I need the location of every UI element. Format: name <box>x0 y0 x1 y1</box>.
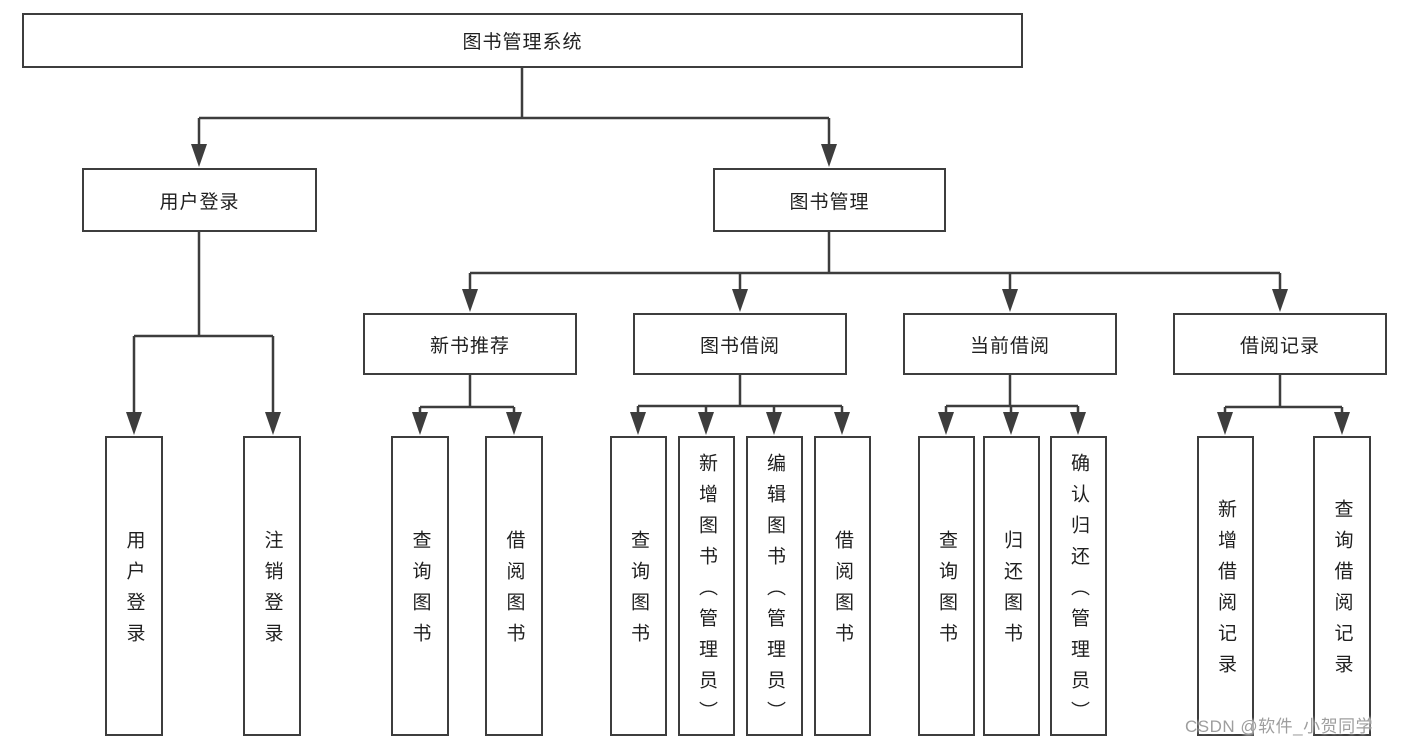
node-user-login-label: 用户登录 <box>159 191 240 213</box>
leaf-confirm-return-admin: 确认归还（管理员） <box>1050 436 1107 736</box>
node-library-system-label: 图书管理系统 <box>462 32 583 53</box>
leaf-add-book-admin-label: 新增图书（管理员） <box>696 452 717 732</box>
leaf-edit-book-admin: 编辑图书（管理员） <box>746 436 803 736</box>
leaf-add-book-admin: 新增图书（管理员） <box>678 436 735 736</box>
leaf-borrow-books-recommend: 借阅图书 <box>485 436 543 736</box>
leaf-borrow-books-recommend-label: 借阅图书 <box>503 530 525 654</box>
leaf-query-books-current-label: 查询图书 <box>936 530 957 654</box>
leaf-query-borrow-record-label: 查询借阅记录 <box>1331 499 1353 685</box>
connector-new-book-to-leaves <box>412 375 522 435</box>
node-library-system: 图书管理系统 <box>22 13 1023 68</box>
node-current-borrowing: 当前借阅 <box>903 313 1117 375</box>
leaf-borrow-books-label: 借阅图书 <box>832 530 853 654</box>
node-book-borrowing-label: 图书借阅 <box>699 335 780 357</box>
leaf-edit-book-admin-label: 编辑图书（管理员） <box>764 452 785 732</box>
leaf-query-borrow-record: 查询借阅记录 <box>1313 436 1371 736</box>
leaf-query-books-recommend: 查询图书 <box>391 436 449 736</box>
leaf-user-login: 用户登录 <box>105 436 163 736</box>
node-book-management: 图书管理 <box>713 168 946 232</box>
node-borrowing-records: 借阅记录 <box>1173 313 1387 375</box>
connector-book-borrowing-to-leaves <box>630 375 850 435</box>
leaf-query-books-borrow-label: 查询图书 <box>628 530 649 654</box>
connector-book-management-to-level3 <box>462 232 1288 312</box>
connector-root-to-level2 <box>191 68 837 167</box>
node-new-book-recommendation: 新书推荐 <box>363 313 577 375</box>
leaf-add-borrow-record: 新增借阅记录 <box>1197 436 1254 736</box>
node-new-book-recommendation-label: 新书推荐 <box>429 335 510 357</box>
leaf-query-books-borrow: 查询图书 <box>610 436 667 736</box>
leaf-user-login-label: 用户登录 <box>123 530 145 654</box>
node-user-login: 用户登录 <box>82 168 317 232</box>
leaf-add-borrow-record-label: 新增借阅记录 <box>1215 499 1236 685</box>
leaf-confirm-return-admin-label: 确认归还（管理员） <box>1068 452 1089 732</box>
leaf-logout: 注销登录 <box>243 436 301 736</box>
leaf-return-book-label: 归还图书 <box>1001 530 1022 654</box>
leaf-query-books-current: 查询图书 <box>918 436 975 736</box>
node-book-management-label: 图书管理 <box>789 191 870 213</box>
leaf-query-books-recommend-label: 查询图书 <box>409 530 431 654</box>
node-borrowing-records-label: 借阅记录 <box>1239 335 1320 357</box>
node-current-borrowing-label: 当前借阅 <box>969 335 1050 357</box>
leaf-borrow-books: 借阅图书 <box>814 436 871 736</box>
connector-user-login-to-leaves <box>126 232 281 435</box>
leaf-logout-label: 注销登录 <box>261 530 283 654</box>
leaf-return-book: 归还图书 <box>983 436 1040 736</box>
watermark-text: CSDN @软件_小贺同学 <box>1185 717 1374 736</box>
connector-borrowing-records-to-leaves <box>1217 375 1350 435</box>
connector-current-borrowing-to-leaves <box>938 375 1086 435</box>
node-book-borrowing: 图书借阅 <box>633 313 847 375</box>
